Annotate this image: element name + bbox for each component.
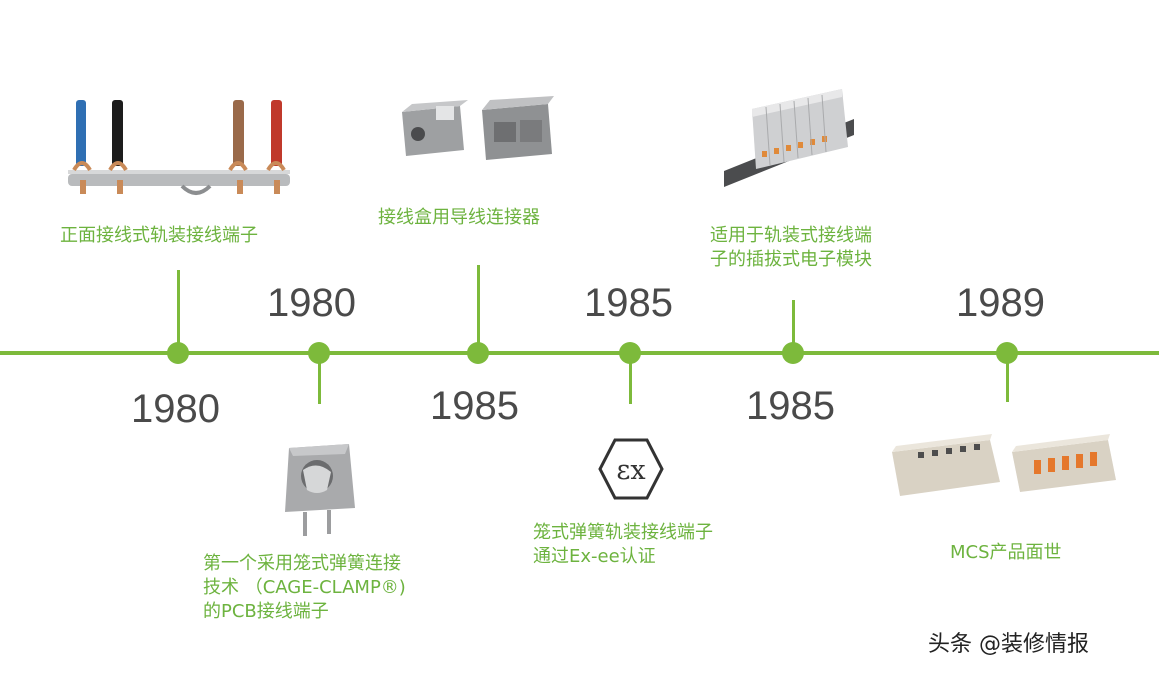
timeline-axis: [0, 351, 1159, 355]
event-caption-3: 接线盒用导线连接器: [378, 207, 540, 228]
year-label-5: 1985: [746, 384, 835, 428]
caption-line: 通过Ex-ee认证: [533, 546, 656, 567]
din-rail-module-image: [724, 89, 854, 187]
event-caption-5: 适用于轨装式接线端 子的插拔式电子模块: [710, 224, 872, 272]
timeline-dot-3: [467, 342, 489, 364]
timeline-dot-4: [619, 342, 641, 364]
timeline-stem-2: [318, 354, 321, 404]
event-caption-4: 笼式弹簧轨装接线端子 通过Ex-ee认证: [533, 521, 713, 569]
timeline-dot-2: [308, 342, 330, 364]
event-caption-1: 正面接线式轨装接线端子: [60, 225, 258, 246]
event-caption-2: 第一个采用笼式弹簧连接 技术 （CAGE-CLAMP®) 的PCB接线端子: [203, 552, 406, 624]
timeline-dot-6: [996, 342, 1018, 364]
year-label-6: 1989: [956, 281, 1045, 325]
year-label-4: 1985: [584, 281, 673, 325]
ex-mark-icon: εx: [598, 438, 664, 500]
event-caption-6: MCS产品面世: [950, 542, 1062, 563]
timeline-stem-1: [177, 270, 180, 354]
caption-line: 笼式弹簧轨装接线端子: [533, 522, 713, 543]
ex-mark-text: εx: [616, 455, 645, 486]
year-label-1: 1980: [131, 387, 220, 431]
caption-line: 适用于轨装式接线端: [710, 225, 872, 246]
caption-line: 的PCB接线端子: [203, 601, 329, 622]
wire-connectors-image: [402, 96, 554, 160]
pcb-terminal-image: [285, 444, 355, 536]
caption-line: 子的插拔式电子模块: [710, 249, 872, 270]
year-label-2: 1980: [267, 281, 356, 325]
caption-line: 第一个采用笼式弹簧连接: [203, 553, 401, 574]
timeline-dot-5: [782, 342, 804, 364]
mcs-connectors-image: [892, 434, 1116, 496]
year-label-3: 1985: [430, 384, 519, 428]
timeline-stem-3: [477, 265, 480, 353]
caption-line: 技术 （CAGE-CLAMP®): [203, 577, 406, 598]
watermark: 头条 @装修情报: [928, 632, 1089, 657]
terminal-block-image: [68, 100, 290, 195]
timeline-stem-5: [792, 300, 795, 353]
timeline-stem-4: [629, 354, 632, 404]
timeline-stem-6: [1006, 354, 1009, 402]
